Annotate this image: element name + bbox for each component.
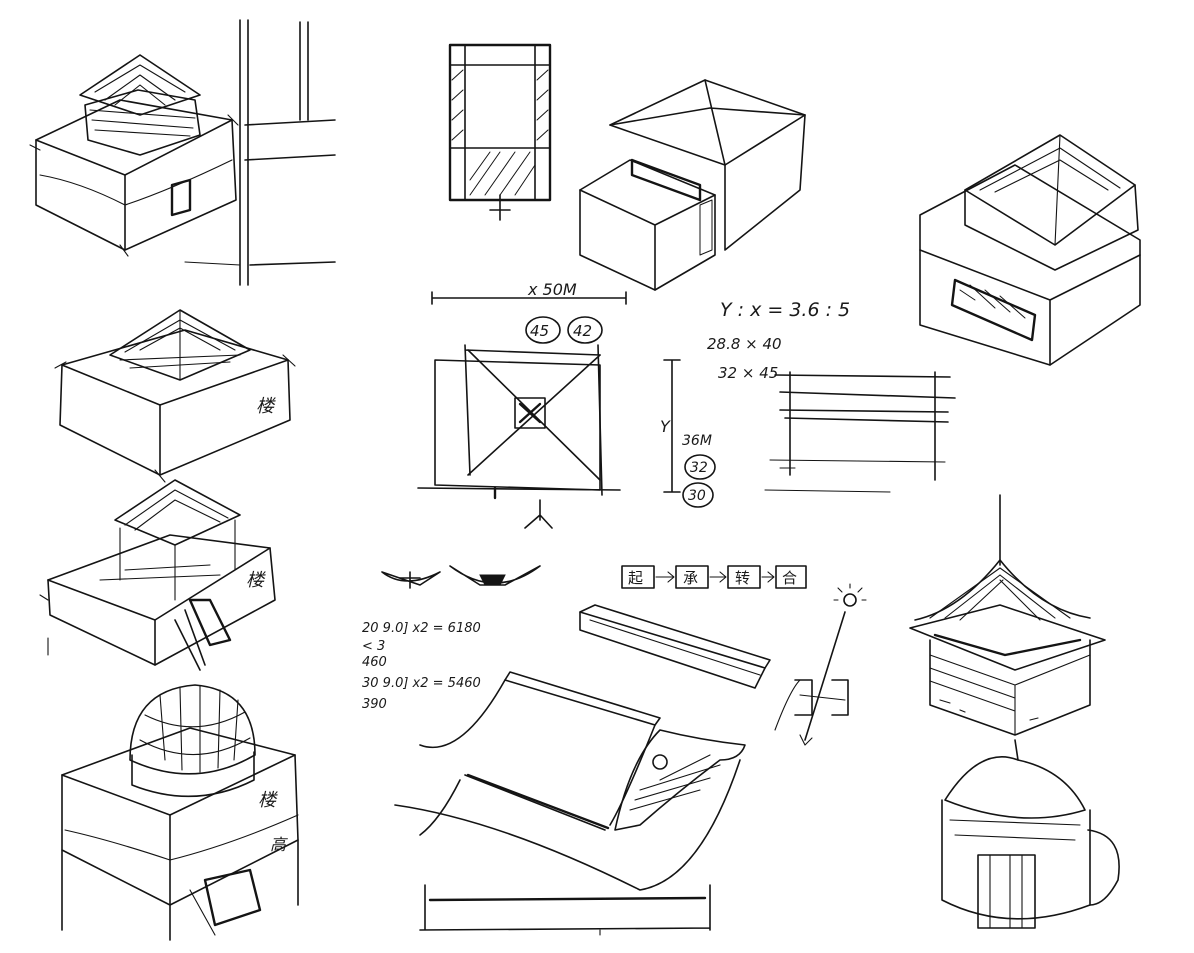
width-option-42: 42 [573, 322, 592, 340]
y-axis-label: Y [660, 417, 671, 436]
sequence-box-2 [675, 565, 709, 589]
sequence-box-1 [621, 565, 655, 589]
sequence-label-3: 转 [735, 569, 750, 587]
sketch-round-building [941, 739, 1120, 929]
sequence-box-4 [775, 565, 807, 589]
calc-line-5: 390 [362, 697, 387, 712]
ratio-notes: Y : x = 3.6 : 5 28.8 × 40 32 × 45 [707, 299, 850, 382]
label-a: 楼 [256, 396, 276, 417]
sketch-dimensioned-plan: x 50M 45 42 Y 36M 32 30 [417, 280, 716, 529]
sketch-two-tier-block [919, 134, 1141, 366]
calculation-notes: 20 9.0] x2 = 6180 < 3 460 30 9.0] x2 = 5… [362, 621, 481, 712]
calc-line-3: 460 [362, 655, 387, 670]
sun-icon [843, 593, 857, 607]
height-label: 36M [682, 433, 712, 449]
sketch-box-with-dome: 楼 高 [61, 684, 299, 941]
sketch-box-with-pyramid-roof: 楼 [54, 309, 296, 483]
calc-line-2: < 3 [362, 639, 385, 654]
ratio-option-2: 32 × 45 [718, 364, 778, 382]
sketch-sun-detail [774, 583, 867, 746]
sketch-elevation-columns [184, 19, 336, 286]
ratio-option-1: 28.8 × 40 [707, 335, 782, 353]
sketch-box-with-open-pavilion: 楼 [39, 479, 276, 671]
sequence-label-2: 承 [683, 569, 698, 587]
sequence-diagram: 起 承 转 合 [621, 565, 807, 589]
sketch-box-with-pagoda-roof [29, 54, 239, 257]
label-d: 高 [270, 835, 288, 854]
ratio-text: Y : x = 3.6 : 5 [720, 299, 850, 321]
sketch-curved-roof [394, 671, 746, 936]
sketch-beam [579, 604, 771, 689]
sketch-pavilion-perspective [579, 79, 806, 291]
height-option-32: 32 [690, 460, 708, 476]
sketch-tower-pagoda [909, 494, 1106, 736]
sequence-box-3 [727, 565, 761, 589]
label-b: 楼 [246, 570, 266, 591]
label-c: 楼 [258, 790, 278, 811]
sequence-label-1: 起 [628, 569, 643, 587]
sketch-hatched-plan [448, 43, 552, 221]
roof-profile-icons [381, 565, 541, 589]
width-label: x 50M [527, 280, 577, 299]
sequence-label-4: 合 [782, 569, 797, 587]
height-option-30: 30 [688, 488, 706, 504]
calc-line-4: 30 9.0] x2 = 5460 [362, 676, 481, 691]
width-option-45: 45 [530, 322, 549, 340]
calc-line-1: 20 9.0] x2 = 6180 [362, 621, 481, 636]
sketch-section [764, 371, 956, 493]
